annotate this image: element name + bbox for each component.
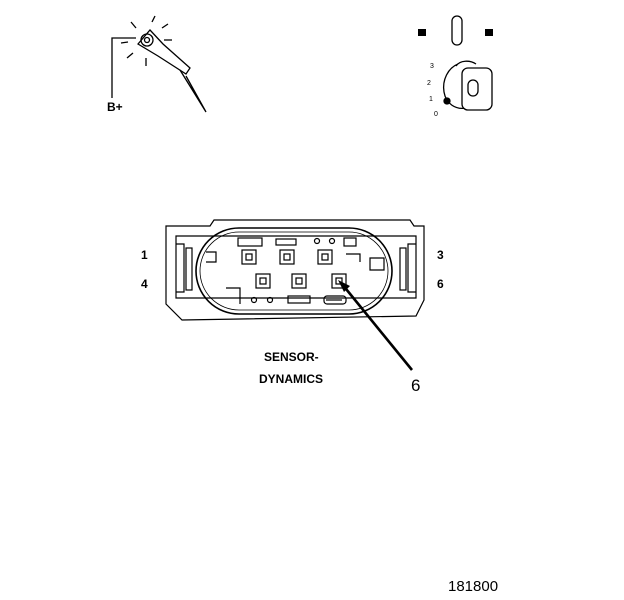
- ignition-position-1: 1: [429, 96, 433, 103]
- pin-label-3: 3: [437, 248, 444, 262]
- ignition-position-0: 0: [434, 111, 438, 118]
- ignition-key-icon: [442, 60, 493, 111]
- ignition-position-labels: 3 2 1 0: [427, 63, 438, 118]
- pin-label-6: 6: [437, 277, 444, 291]
- pin-terminal: [317, 249, 333, 265]
- pin-label-1: 1: [141, 248, 148, 262]
- test-lamp-icon: [111, 15, 207, 113]
- ignition-position-3: 3: [430, 63, 434, 70]
- fuse-symbol-icon: [418, 15, 493, 46]
- sensor-connector: [165, 219, 425, 321]
- callout-arrow: [338, 280, 414, 371]
- pin-terminal: [279, 249, 295, 265]
- pin-terminal: [255, 273, 271, 289]
- pin-label-4: 4: [141, 277, 148, 291]
- figure-number: 181800: [448, 578, 498, 595]
- pin-terminal: [241, 249, 257, 265]
- sensor-label-line1: SENSOR-: [264, 350, 319, 364]
- pin-terminal: [291, 273, 307, 289]
- callout-label: 6: [411, 376, 420, 395]
- battery-label: B+: [107, 100, 123, 114]
- connector-pins: [241, 249, 347, 289]
- ignition-position-2: 2: [427, 80, 431, 87]
- sensor-label-line2: DYNAMICS: [259, 372, 323, 386]
